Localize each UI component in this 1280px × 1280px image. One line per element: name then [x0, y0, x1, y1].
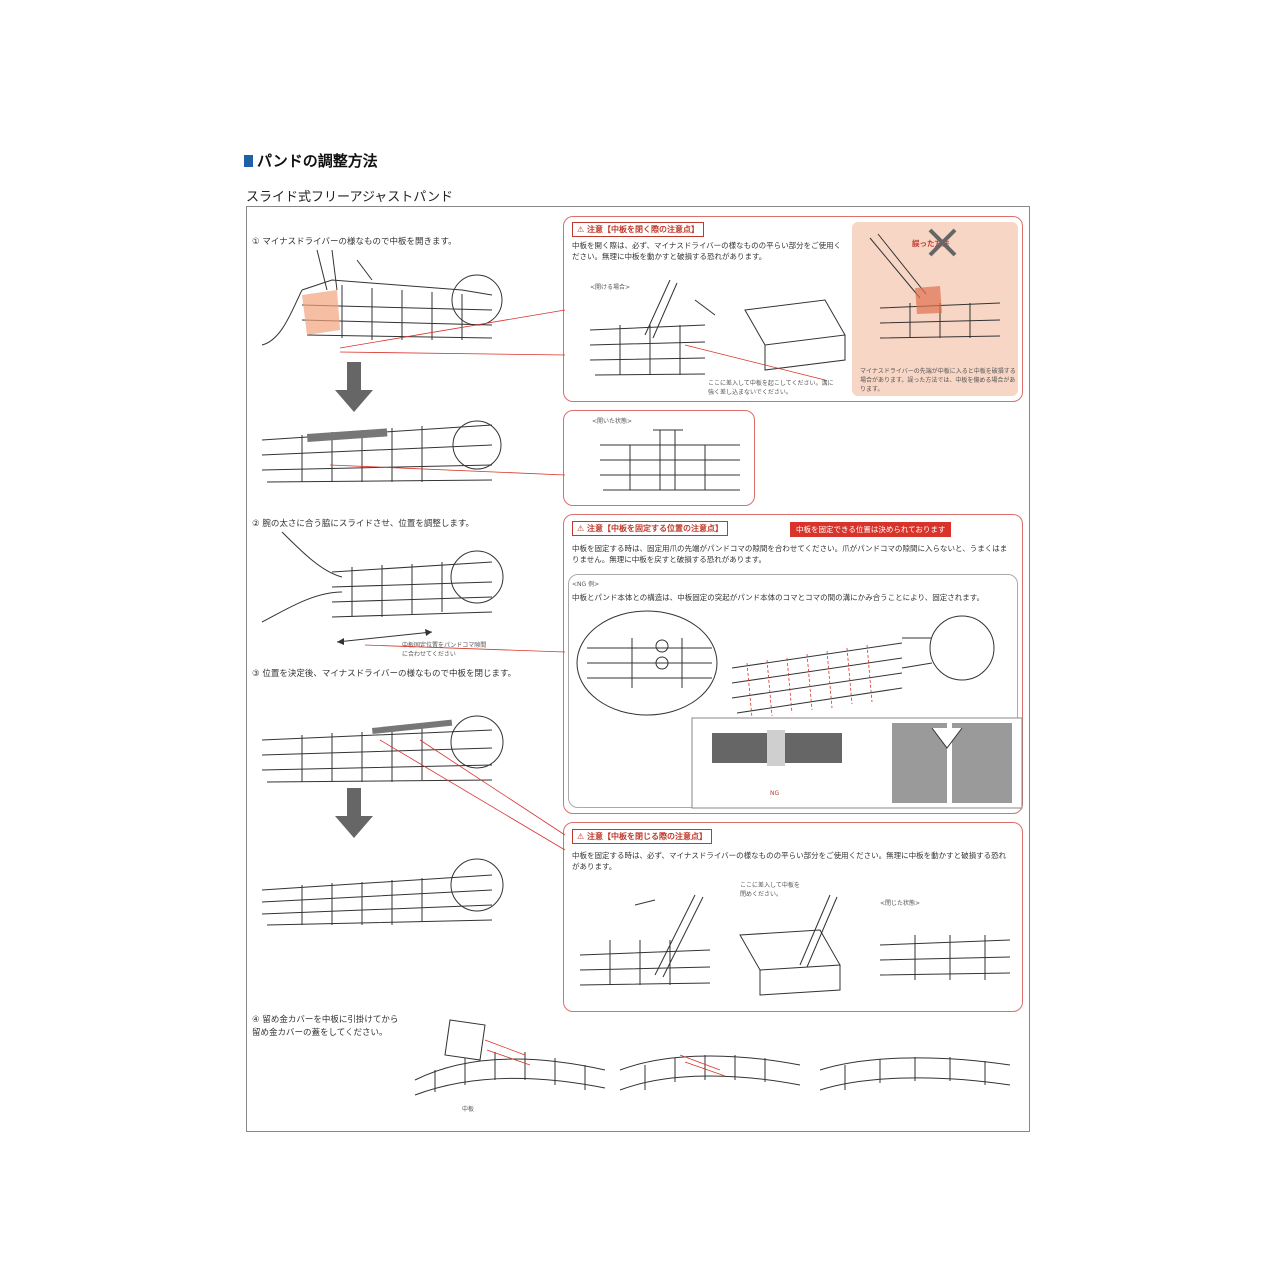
wrong-method-illustration [869, 228, 1001, 339]
leader-lines-4 [379, 739, 566, 851]
step-3: ③ 位置を決定後、マイナスドライバーの様なもので中板を閉じます。 [252, 668, 516, 681]
open-state-panel [563, 410, 755, 506]
caution-panel-fixing [563, 514, 1023, 814]
opening-illustration [589, 279, 846, 381]
caution-panel-opening [563, 216, 1023, 402]
caution-caption-fixing: ⚠ 注意【中板を固定する位置の注意点】 [572, 521, 728, 536]
subtitle: スライド式フリーアジャストパンド [246, 190, 453, 205]
leader-lines-1 [339, 309, 566, 356]
closing-sub-label: <閉じた状態> [880, 900, 921, 907]
caution-text-opening: 中板を開く際は、必ず、マイナスドライバーの様なものの平らい部分をご使用ください。… [572, 241, 842, 261]
down-arrow-icon-1 [335, 362, 373, 412]
step-1-num: ① [252, 237, 260, 247]
fixing-sub-label: <NG 例> [572, 581, 600, 588]
step-3-num: ③ [252, 669, 260, 679]
caution-text-fixing: 中板を固定する時は、固定用爪の先端がパンドコマの隙間を合わせてください。爪がパン… [572, 544, 1008, 564]
caution-caption-opening: ⚠ 注意【中板を閉く際の注意点】 [572, 222, 704, 237]
opening-sub-label: <開ける場合> [590, 284, 631, 291]
down-arrow-icon-2 [335, 788, 373, 838]
page-title: パンドの調整方法 [244, 150, 378, 171]
open-state-label: <開いた状態> [592, 418, 633, 425]
step-2: ② 腕の太さに合う脇にスライドさせ、位置を調整します。 [252, 518, 474, 531]
step-4-illustration-a [414, 1019, 606, 1096]
step-4: ④ 留め金カバーを中板に引掛けてから留め金カバーの蓋をしてください。 [252, 1014, 402, 1040]
step-4-part-label: 中板 [462, 1106, 475, 1113]
wrong-method-note: マイナスドライバーの先端が中板に入ると中板を破損する場合があります。誤った方法で… [860, 368, 1016, 393]
step-2-num: ② [252, 519, 260, 529]
step-4-num: ④ [252, 1015, 260, 1025]
closing-note: ここに差入して中板を閉めください。 [740, 882, 800, 898]
main-frame [246, 206, 1030, 1132]
fixing-ng-label: NG [770, 790, 780, 797]
title-text: パンドの調整方法 [257, 152, 378, 170]
caution-caption-closing: ⚠ 注意【中板を閉じる際の注意点】 [572, 829, 712, 844]
step-2-text: 腕の太さに合う脇にスライドさせ、位置を調整します。 [262, 519, 474, 529]
step-3-result-illustration [261, 858, 504, 926]
leader-lines-2 [329, 464, 566, 476]
fixing-inner-text: 中板とパンド本体との構造は、中板固定の突起がパンド本体のコマとコマの間の溝にかみ… [572, 593, 984, 602]
leader-lines-3 [364, 644, 566, 653]
caution-panel-closing [563, 822, 1023, 1012]
step-1-text: マイナスドライバーの様なもので中板を開きます。 [262, 237, 457, 247]
fixing-illustration [576, 610, 1023, 809]
step-1: ① マイナスドライバーの様なもので中板を開きます。 [252, 236, 457, 249]
wrong-method-label: 誤った方法 [912, 239, 950, 248]
step-2-note: 中板固定位置をパンドコマ隙間に合わせてください [402, 642, 487, 658]
step-1-result-illustration [261, 420, 502, 483]
step-1-illustration [261, 249, 503, 346]
caution-text-closing: 中板を固定する時は、必ず、マイナスドライバーの様なものの平らい部分をご使用くださ… [572, 851, 1007, 871]
title-square-icon [244, 154, 253, 167]
step-3-illustration [261, 715, 504, 783]
open-state-illustration [600, 429, 740, 491]
closing-illustration [579, 894, 1011, 996]
step-4-text: 留め金カバーを中板に引掛けてから留め金カバーの蓋をしてください。 [252, 1015, 399, 1038]
step-3-text: 位置を決定後、マイナスドライバーの様なもので中板を閉じます。 [262, 669, 517, 679]
fixing-badge: 中板を固定できる位置は決められております [790, 522, 952, 537]
opening-note: ここに差入して中板を起こしてください。溝に強く差し込まないでください。 [708, 380, 834, 396]
step-4-illustration-b [619, 1054, 801, 1091]
step-4-illustration-c [819, 1057, 1011, 1091]
step-2-illustration [261, 531, 504, 645]
